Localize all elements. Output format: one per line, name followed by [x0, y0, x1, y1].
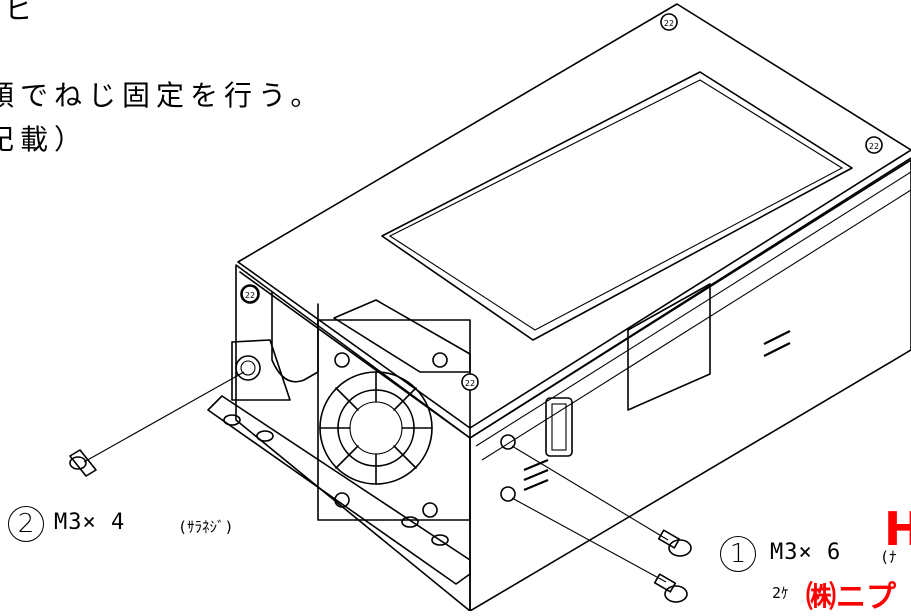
- pan-head-screw-lower: [511, 497, 688, 603]
- callout-2-number: 2: [8, 506, 44, 542]
- callout-1-detail: (ﾅ: [880, 548, 897, 566]
- stamp-company: ㈱ニプ: [806, 580, 896, 615]
- top-screw-label-2: 22: [869, 142, 879, 151]
- callout-2-spec: M3× 4: [54, 510, 126, 535]
- housing-front-face: [235, 264, 471, 611]
- top-screw-marker-3: 22: [461, 373, 479, 391]
- stamp-mark: H: [884, 502, 911, 556]
- note-line-2: 順でねじ固定を行う。: [0, 79, 325, 112]
- top-screw-marker-2: 22: [865, 136, 883, 154]
- pan-head-screw-upper: [511, 445, 692, 557]
- note-line-1: ヒ: [4, 0, 39, 26]
- fan-assembly: [317, 299, 471, 521]
- side-connector: [545, 397, 573, 457]
- callout-1-spec: M3× 6: [770, 540, 842, 565]
- mounting-bracket: [207, 339, 471, 585]
- callout-2-detail: (ｻﾗﾈｼﾞ): [178, 518, 234, 536]
- top-screw-label-1: 22: [664, 19, 674, 28]
- housing-top-face: [237, 3, 911, 429]
- top-screw-label-4: 22: [245, 291, 255, 300]
- side-label-patch: [627, 283, 711, 411]
- top-screw-label-3: 22: [465, 379, 475, 388]
- side-hole-lower: [500, 486, 516, 502]
- top-screw-marker-4: 22: [241, 285, 259, 303]
- callout-1-qty: 2ｹ: [772, 584, 789, 602]
- front-slot: [271, 291, 319, 383]
- top-label-window: [381, 71, 853, 341]
- note-line-3: 記載）: [0, 123, 89, 156]
- side-hole-upper: [500, 434, 516, 450]
- callout-1-number: 1: [720, 536, 756, 572]
- top-screw-marker-1: 22: [660, 13, 678, 31]
- flat-head-screw: [69, 371, 245, 477]
